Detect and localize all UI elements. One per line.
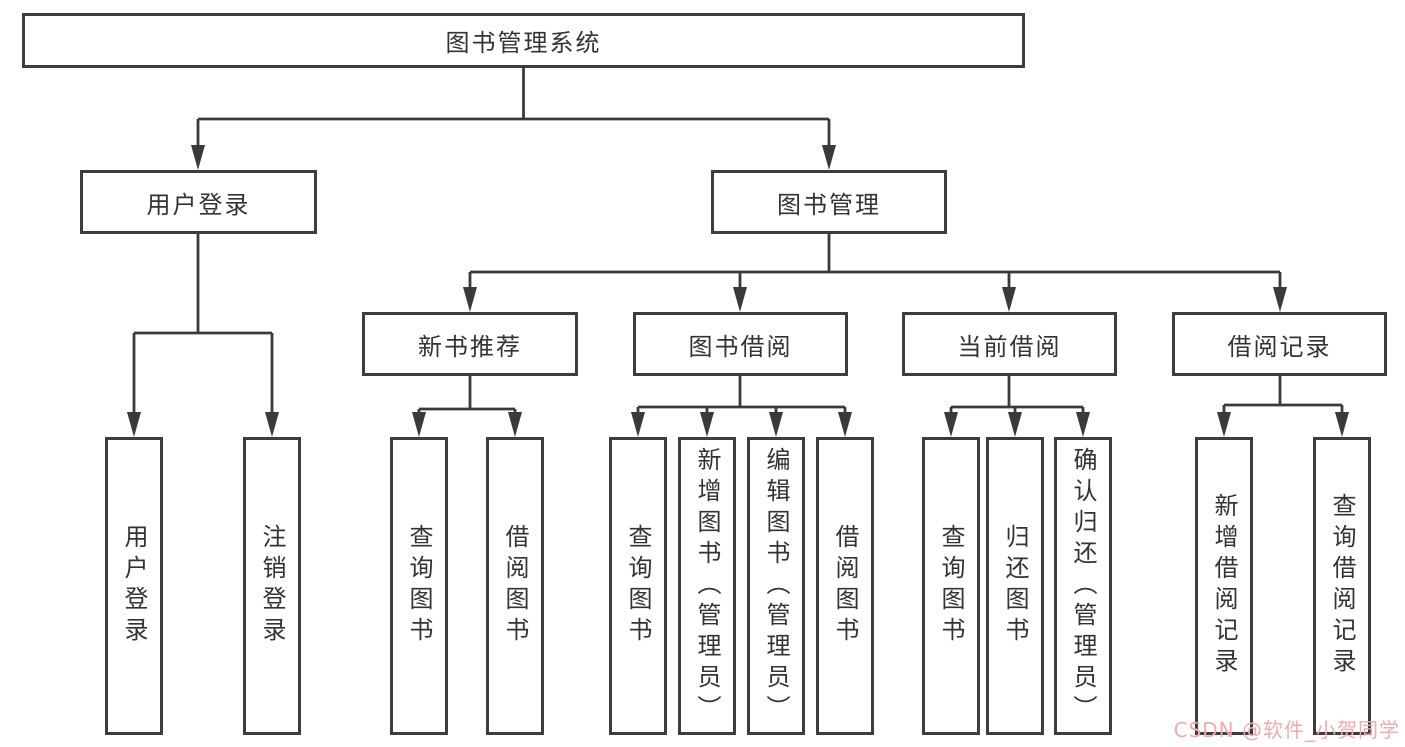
- leaf-label: 查询图书: [937, 524, 965, 648]
- arrow-down: [1002, 287, 1016, 312]
- leaf-query-books-borrow: 查询图书: [609, 437, 667, 735]
- leaf-label: 归还图书: [1001, 524, 1029, 648]
- leaf-label: 查询图书: [405, 524, 433, 648]
- leaf-label: 确认归还（管理员）: [1069, 446, 1097, 726]
- arrow-down: [733, 287, 747, 312]
- leaf-label: 借阅图书: [501, 524, 529, 648]
- arrow-down: [838, 412, 852, 437]
- arrow-down: [769, 412, 783, 437]
- leaf-add-borrow-record: 新增借阅记录: [1195, 437, 1253, 735]
- node-new-book-recommendation: 新书推荐: [362, 312, 578, 376]
- node-book-borrowing: 图书借阅: [633, 312, 848, 376]
- leaf-borrow-books: 借阅图书: [816, 437, 874, 735]
- leaf-label: 查询借阅记录: [1328, 493, 1356, 679]
- leaf-label: 编辑图书（管理员）: [762, 446, 790, 726]
- node-current-borrowing: 当前借阅: [902, 312, 1117, 376]
- leaf-logout: 注销登录: [243, 437, 301, 735]
- leaf-label: 借阅图书: [831, 524, 859, 648]
- connector-root-to-level1: [191, 68, 836, 170]
- leaf-query-books-current: 查询图书: [922, 437, 980, 735]
- leaf-label: 查询图书: [624, 524, 652, 648]
- leaf-confirm-return-admin: 确认归还（管理员）: [1054, 437, 1112, 735]
- arrow-down: [265, 412, 279, 437]
- arrow-down: [1273, 287, 1287, 312]
- leaf-label: 新增图书（管理员）: [693, 446, 721, 726]
- connector-borrow-to-leaves: [631, 376, 852, 437]
- arrow-down: [1076, 412, 1090, 437]
- arrow-down: [700, 412, 714, 437]
- node-borrowing-records: 借阅记录: [1172, 312, 1387, 376]
- arrow-down: [412, 412, 426, 437]
- node-library-system: 图书管理系统: [22, 13, 1025, 68]
- arrow-down: [1008, 412, 1022, 437]
- arrow-down: [508, 412, 522, 437]
- connector-recommend-to-leaves: [412, 376, 522, 437]
- leaf-user-login: 用户登录: [105, 437, 163, 735]
- leaf-label: 注销登录: [258, 524, 286, 648]
- arrow-down: [1335, 412, 1349, 437]
- leaf-label: 用户登录: [120, 524, 148, 648]
- connector-management-to-groups: [463, 234, 1287, 312]
- arrow-down: [463, 287, 477, 312]
- arrow-down: [631, 412, 645, 437]
- leaf-query-borrow-record: 查询借阅记录: [1313, 437, 1371, 735]
- node-book-management: 图书管理: [711, 170, 947, 234]
- arrow-down: [944, 412, 958, 437]
- connector-current-to-leaves: [944, 376, 1090, 437]
- csdn-watermark: CSDN @软件_小贺同学: [1173, 718, 1400, 742]
- leaf-query-books-recommend: 查询图书: [390, 437, 448, 735]
- leaf-edit-book-admin: 编辑图书（管理员）: [747, 437, 805, 735]
- arrow-down: [191, 145, 205, 170]
- leaf-label: 新增借阅记录: [1210, 493, 1238, 679]
- leaf-add-book-admin: 新增图书（管理员）: [678, 437, 736, 735]
- arrow-down: [1217, 412, 1231, 437]
- leaf-return-books: 归还图书: [986, 437, 1044, 735]
- leaf-borrow-books-recommend: 借阅图书: [486, 437, 544, 735]
- node-user-login: 用户登录: [80, 170, 317, 234]
- arrow-down: [822, 145, 836, 170]
- connector-login-to-leaves: [127, 234, 279, 437]
- arrow-down: [127, 412, 141, 437]
- connector-records-to-leaves: [1217, 376, 1349, 437]
